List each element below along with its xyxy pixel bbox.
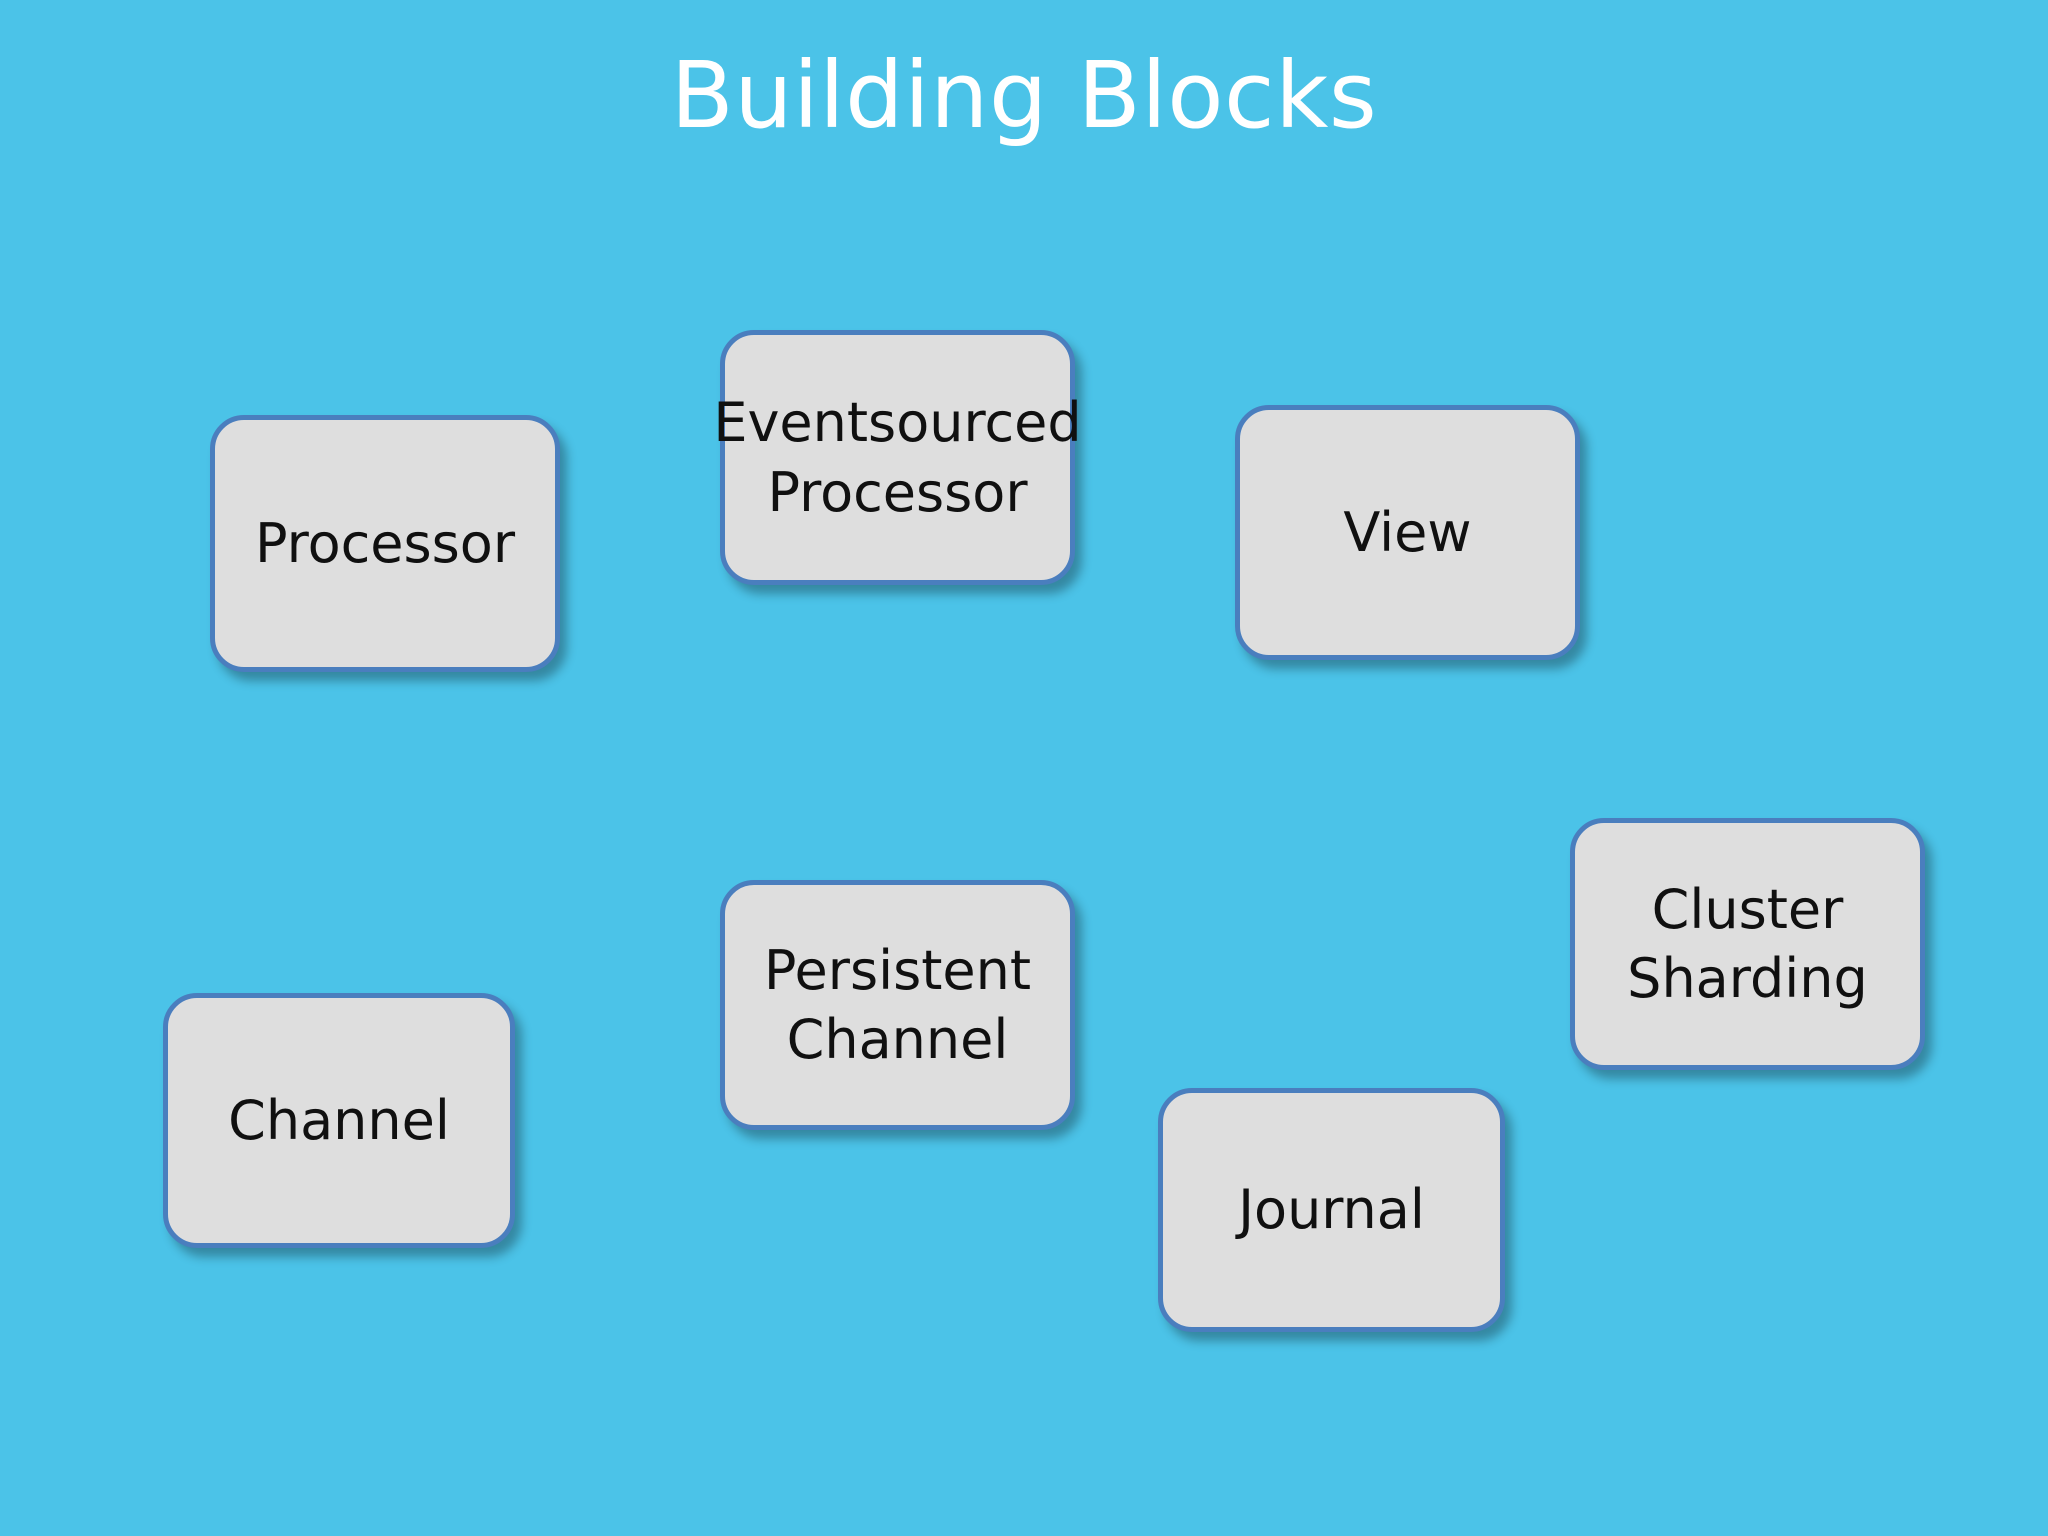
block-channel[interactable]: Channel <box>163 993 515 1248</box>
block-processor[interactable]: Processor <box>210 415 560 672</box>
block-view[interactable]: View <box>1235 405 1580 660</box>
block-label-channel: Channel <box>228 1088 450 1152</box>
block-label-journal: Journal <box>1238 1178 1425 1242</box>
block-journal[interactable]: Journal <box>1158 1088 1505 1332</box>
block-persistent-channel[interactable]: Persistent Channel <box>720 880 1075 1130</box>
block-label-eventsourced-processor: Eventsourced Processor <box>713 391 1082 524</box>
block-label-processor: Processor <box>254 511 516 575</box>
page-title: Building Blocks <box>670 42 1378 149</box>
block-label-cluster-sharding: Cluster Sharding <box>1627 877 1868 1010</box>
block-eventsourced-processor[interactable]: Eventsourced Processor <box>713 330 1082 585</box>
block-cluster-sharding[interactable]: Cluster Sharding <box>1570 818 1925 1070</box>
block-label-persistent-channel: Persistent Channel <box>763 938 1032 1071</box>
block-label-view: View <box>1343 500 1472 564</box>
